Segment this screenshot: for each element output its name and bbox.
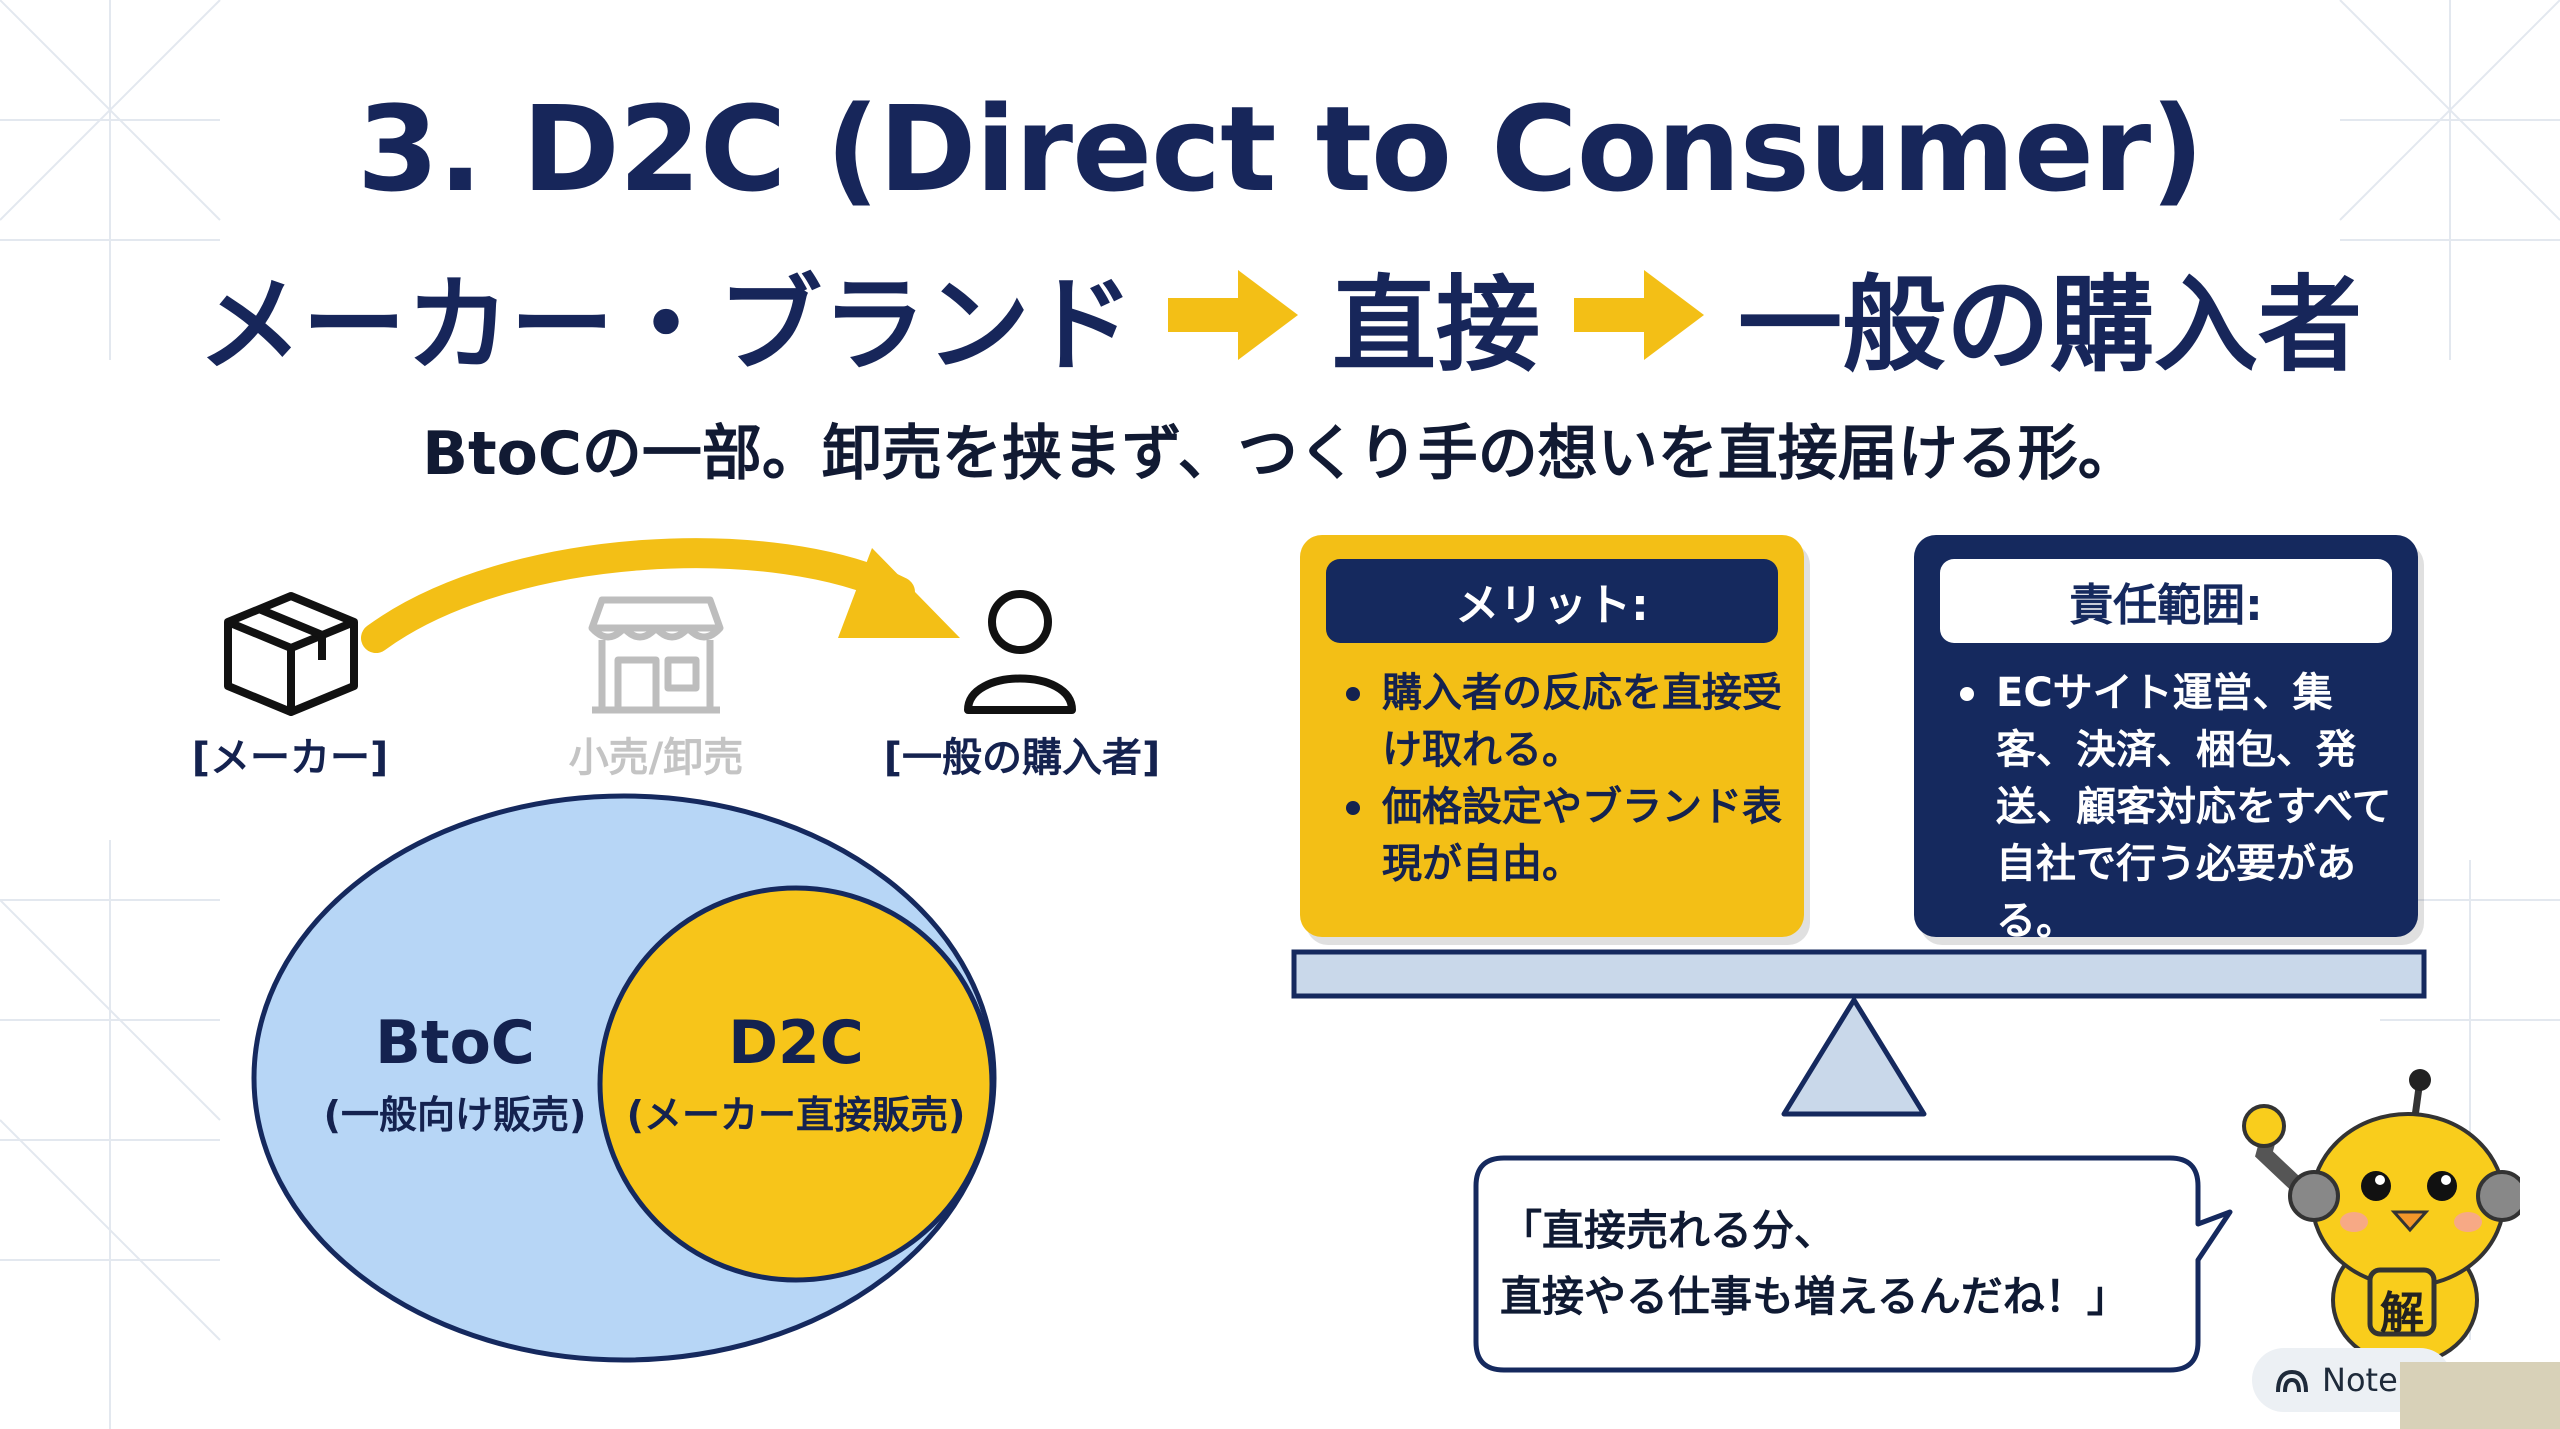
flow-to: 一般の購入者 [1738,263,2363,386]
venn-diagram [251,793,997,1363]
speech-line-1: 「直接売れる分、 [1500,1206,1837,1255]
corner-overlay [2400,1362,2560,1429]
merit-card: メリット: 購入者の反応を直接受け取れる。 価格設定やブランド表現が自由。 [1300,535,1804,937]
buyer-label: [一般の購入者] [883,735,1161,781]
responsibility-item: ECサイト運営、集客、決済、梱包、発送、顧客対応をすべて自社で行う必要がある。 [1956,665,2396,950]
btoc-text: BtoC (一般向け販売) [290,1008,620,1139]
retail-label: 小売/卸売 [568,735,744,781]
speech-bubble [1473,1155,2233,1373]
page-title: 3. D2C (Direct to Consumer) [356,80,2204,218]
d2c-subtitle: (メーカー直接販売) [626,1093,966,1137]
speech-text: 「直接売れる分、 直接やる仕事も増えるんだね！」 [1500,1198,2140,1330]
notebook-icon [2276,1369,2308,1393]
responsibility-heading: 責任範囲: [1940,559,2392,643]
box-icon [224,592,358,716]
merit-list: 購入者の反応を直接受け取れる。 価格設定やブランド表現が自由。 [1342,665,1782,893]
subtitle: BtoCの一部。卸売を挟まず、つくり手の想いを直接届ける形。 [422,419,2138,489]
d2c-text: D2C (メーカー直接販売) [612,1008,980,1139]
btoc-title: BtoC [375,1008,535,1078]
curved-arrow-icon [361,538,960,653]
flow-via: 直接 [1331,263,1540,386]
scale-beam [1291,949,2427,999]
flow-from: メーカー・ブランド [197,263,1134,386]
mascot-badge: 解 [2380,1288,2424,1339]
right-arrow-icon [1167,270,1298,360]
person-icon [964,590,1076,714]
mascot-robot-chick [2242,1069,2520,1366]
btoc-subtitle: (一般向け販売) [323,1093,587,1137]
responsibility-list: ECサイト運営、集客、決済、梱包、発送、顧客対応をすべて自社で行う必要がある。 [1956,665,2396,950]
merit-item: 価格設定やブランド表現が自由。 [1342,779,1782,893]
maker-label: [メーカー] [191,735,389,781]
speech-line-2: 直接やる仕事も増えるんだね！」 [1500,1272,2129,1321]
responsibility-card: 責任範囲: ECサイト運営、集客、決済、梱包、発送、顧客対応をすべて自社で行う必… [1914,535,2418,944]
merit-item: 購入者の反応を直接受け取れる。 [1342,665,1782,779]
right-arrow-icon [1574,270,1704,360]
merit-heading: メリット: [1326,559,1778,643]
d2c-circle [597,885,995,1283]
scale-fulcrum [1781,997,1927,1117]
balance-scale [1291,949,2427,1117]
flow-row: メーカー・ブランド 直接 一般の購入者 [0,250,2560,386]
d2c-title: D2C [728,1008,864,1078]
store-icon [588,596,724,714]
